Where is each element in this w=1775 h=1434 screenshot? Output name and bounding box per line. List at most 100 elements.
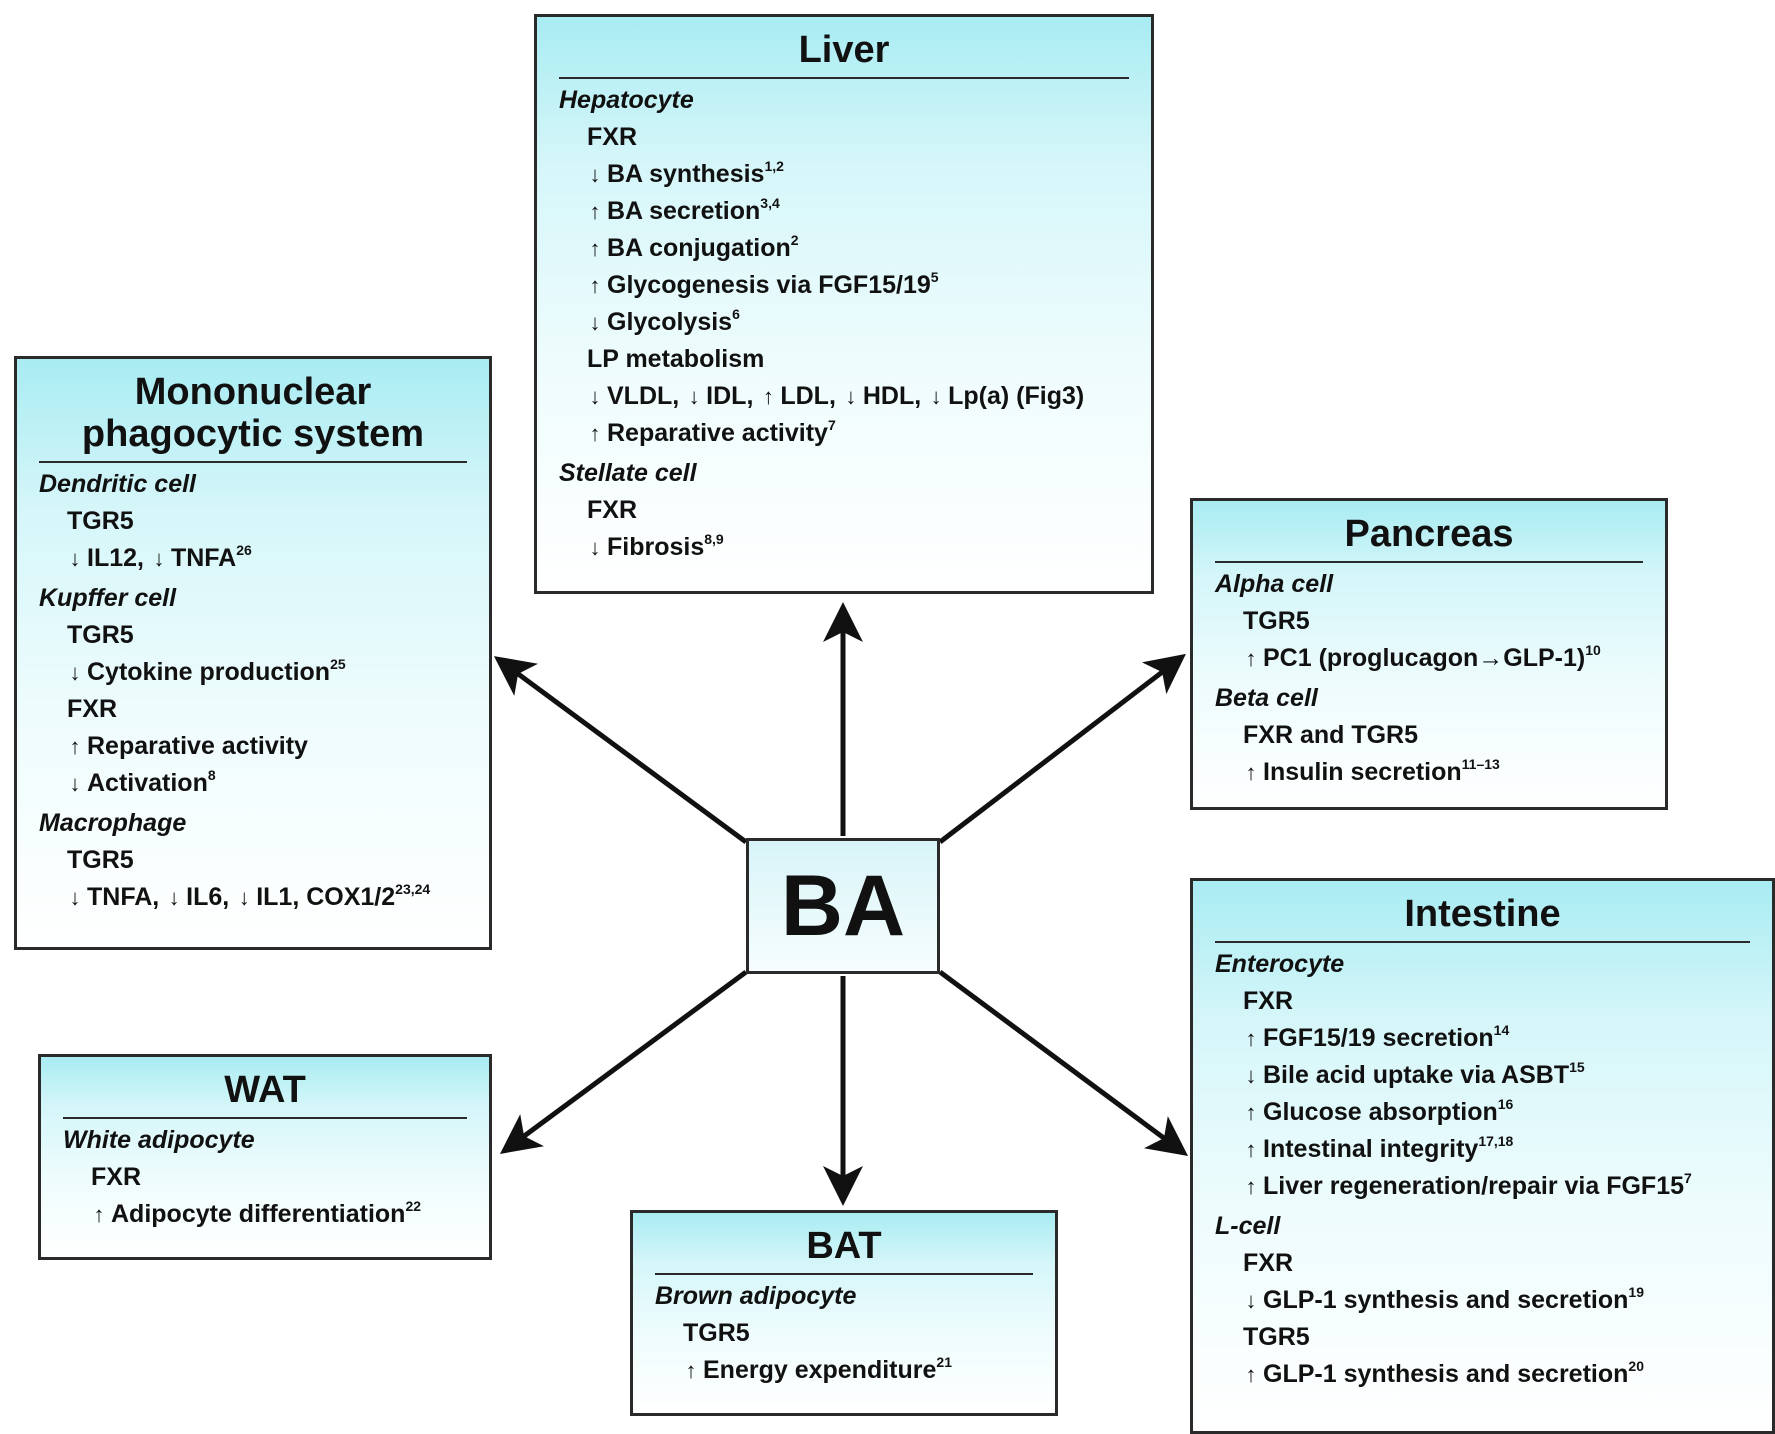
- effect-line: ↓VLDL, ↓IDL, ↑LDL, ↓HDL, ↓Lp(a) (Fig3): [559, 378, 1129, 415]
- effect-text: Intestinal integrity: [1263, 1135, 1479, 1163]
- effect-line: ↑Reparative activity7: [559, 415, 1129, 452]
- arrow-up-icon: ↑: [589, 273, 601, 298]
- liver-title: Liver: [559, 17, 1129, 79]
- effect-item: ↑Reparative activity: [67, 732, 308, 760]
- reference-number: 7: [827, 416, 836, 433]
- reference-number: 6: [732, 305, 740, 322]
- bat-title: BAT: [655, 1213, 1033, 1275]
- arrow-down-icon: ↓: [153, 546, 165, 571]
- effect-item: ↓VLDL,: [587, 382, 680, 410]
- reference-number: 3,4: [760, 194, 780, 211]
- arrow-up-icon: ↑: [589, 421, 601, 446]
- effect-line: ↑GLP-1 synthesis and secretion20: [1215, 1356, 1750, 1393]
- effect-line: ↓Bile acid uptake via ASBT15: [1215, 1057, 1750, 1094]
- effect-line: ↑FGF15/19 secretion14: [1215, 1020, 1750, 1057]
- effect-item: ↓Fibrosis8,9: [587, 530, 724, 561]
- reference-number: 5: [930, 268, 939, 285]
- effect-text: Fibrosis: [607, 533, 705, 561]
- reference-number: 21: [936, 1353, 952, 1370]
- effect-item: ↓Activation8: [67, 768, 216, 797]
- reference-number: 17,18: [1478, 1132, 1514, 1149]
- effect-item: ↓Bile acid uptake via ASBT15: [1243, 1058, 1585, 1089]
- effect-line: ↑Glucose absorption16: [1215, 1094, 1750, 1131]
- arrow-down-icon: ↓: [930, 384, 942, 409]
- arrow-to-pancreas: [938, 653, 1186, 844]
- reference-number: 11–13: [1461, 755, 1500, 772]
- reference-number: 22: [405, 1197, 422, 1214]
- arrow-up-icon: ↑: [685, 1358, 697, 1383]
- effect-item: ↑Glycogenesis via FGF15/195: [587, 268, 939, 299]
- cell-type-stellate-cell: Stellate cell: [559, 459, 697, 487]
- effect-text: FGF15/19 secretion: [1263, 1024, 1494, 1052]
- effect-text: IL12,: [87, 544, 144, 572]
- receptor-lp-metabolism: LP metabolism: [587, 345, 765, 373]
- cell-type-white-adipocyte: White adipocyte: [63, 1126, 255, 1154]
- effect-text: LDL,: [780, 382, 836, 410]
- effect-item: ↓Cytokine production25: [67, 657, 346, 686]
- arrow-up-icon: ↑: [1245, 1026, 1257, 1051]
- receptor-fxr: FXR: [1243, 987, 1293, 1015]
- reference-number: 26: [236, 541, 252, 558]
- cell-type-hepatocyte: Hepatocyte: [559, 86, 694, 114]
- effect-item: ↑BA secretion3,4: [587, 194, 780, 225]
- receptor-fxr: FXR: [91, 1163, 141, 1191]
- effect-line: ↓TNFA, ↓IL6, ↓IL1, COX1/223,24: [39, 879, 467, 916]
- arrow-up-icon: ↑: [1245, 1137, 1257, 1162]
- arrow-up-icon: ↑: [1245, 1174, 1257, 1199]
- effect-item: ↑PC1 (proglucagon→GLP-1)10: [1243, 641, 1601, 672]
- effect-line: ↑Intestinal integrity17,18: [1215, 1131, 1750, 1168]
- effect-text: Reparative activity: [607, 419, 828, 447]
- effect-text: TNFA: [170, 544, 237, 572]
- effect-line: ↑Glycogenesis via FGF15/195: [559, 267, 1129, 304]
- effect-text: GLP-1 synthesis and secretion: [1263, 1360, 1629, 1388]
- receptor-tgr5: TGR5: [1243, 607, 1310, 635]
- effect-text: Adipocyte differentiation: [111, 1200, 406, 1228]
- effect-item: ↓HDL,: [843, 382, 921, 410]
- effect-item: ↓TNFA,: [67, 883, 160, 911]
- arrow-down-icon: ↓: [69, 546, 81, 571]
- reference-number: 14: [1493, 1021, 1510, 1038]
- wat-title-line: WAT: [224, 1069, 306, 1111]
- arrow-down-icon: ↓: [589, 162, 601, 187]
- reference-number: 1,2: [764, 157, 784, 174]
- reference-number: 8,9: [704, 530, 724, 547]
- effect-text: Bile acid uptake via ASBT: [1263, 1061, 1570, 1089]
- effect-item: ↑Reparative activity7: [587, 416, 836, 447]
- effect-line: ↑BA conjugation2: [559, 230, 1129, 267]
- effect-item: ↓BA synthesis1,2: [587, 157, 784, 188]
- reference-number: 15: [1569, 1058, 1585, 1075]
- cell-type-macrophage: Macrophage: [39, 809, 187, 837]
- receptor-tgr5: TGR5: [67, 846, 134, 874]
- effect-text: BA synthesis: [607, 160, 765, 188]
- reference-number: 10: [1585, 641, 1601, 658]
- effect-line: ↑PC1 (proglucagon→GLP-1)10: [1215, 640, 1643, 677]
- effect-text: PC1 (proglucagon→GLP-1): [1263, 644, 1586, 672]
- cell-type-dendritic-cell: Dendritic cell: [39, 470, 196, 498]
- effect-text: Activation: [87, 769, 208, 797]
- effect-line: ↓Activation8: [39, 765, 467, 802]
- effect-text: IL6,: [186, 883, 230, 911]
- effect-line: ↑Adipocyte differentiation22: [63, 1196, 467, 1233]
- effect-item: ↑Liver regeneration/repair via FGF157: [1243, 1171, 1692, 1200]
- effect-text: BA conjugation: [607, 234, 791, 262]
- reference-number: 16: [1497, 1095, 1514, 1112]
- pancreas-title: Pancreas: [1215, 501, 1643, 563]
- effect-text: IL1, COX1/2: [256, 883, 396, 911]
- arrow-up-icon: ↑: [93, 1202, 105, 1227]
- arrow-down-icon: ↓: [688, 384, 700, 409]
- effect-line: ↓BA synthesis1,2: [559, 156, 1129, 193]
- cell-type-alpha-cell: Alpha cell: [1215, 570, 1334, 598]
- effect-line: ↓Glycolysis6: [559, 304, 1129, 341]
- effect-item: ↑Energy expenditure21: [683, 1353, 952, 1384]
- effect-line: ↑Liver regeneration/repair via FGF157: [1215, 1168, 1750, 1205]
- effect-text: GLP-1 synthesis and secretion: [1263, 1286, 1629, 1314]
- effect-line: ↑BA secretion3,4: [559, 193, 1129, 230]
- arrow-up-icon: ↑: [1245, 646, 1257, 671]
- effect-text: Insulin secretion: [1263, 758, 1462, 786]
- effect-item: ↑BA conjugation2: [587, 233, 799, 262]
- center-label: BA: [780, 857, 906, 954]
- intestine-title-line: Intestine: [1404, 893, 1561, 935]
